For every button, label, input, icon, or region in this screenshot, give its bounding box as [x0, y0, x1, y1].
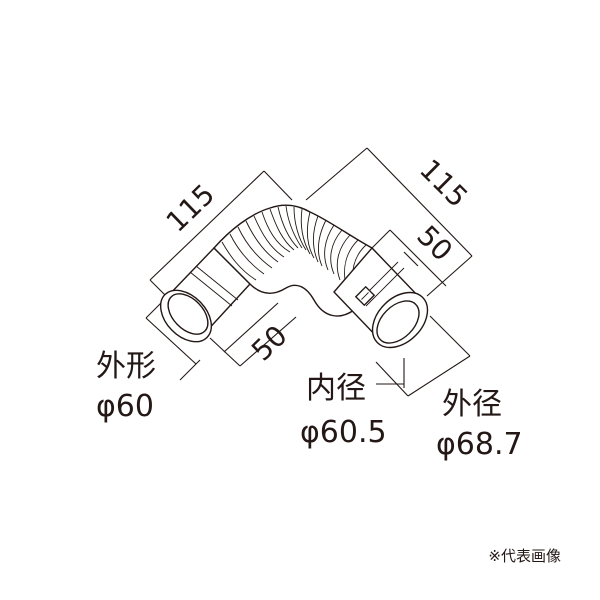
representative-image-note: ※代表画像: [488, 547, 561, 565]
inner-diameter-title: 内径: [306, 371, 366, 406]
elbow-duct: [159, 204, 429, 349]
outer-shape-value: φ60: [96, 389, 154, 424]
dimension-label-50-right: 50: [410, 219, 459, 268]
outer-diameter-value: φ68.7: [436, 427, 523, 462]
corrugation-ribs: [221, 205, 367, 293]
dimension-label-115-left: 115: [160, 178, 221, 239]
left-collar-band: [189, 271, 233, 307]
left-opening-inner: [167, 293, 209, 335]
right-opening-inner: [376, 300, 420, 344]
outer-diameter-title: 外径: [442, 387, 502, 422]
right-opening-dimension: [375, 315, 471, 397]
inner-diameter-value: φ60.5: [300, 415, 387, 450]
outer-shape-title: 外形: [96, 349, 156, 384]
